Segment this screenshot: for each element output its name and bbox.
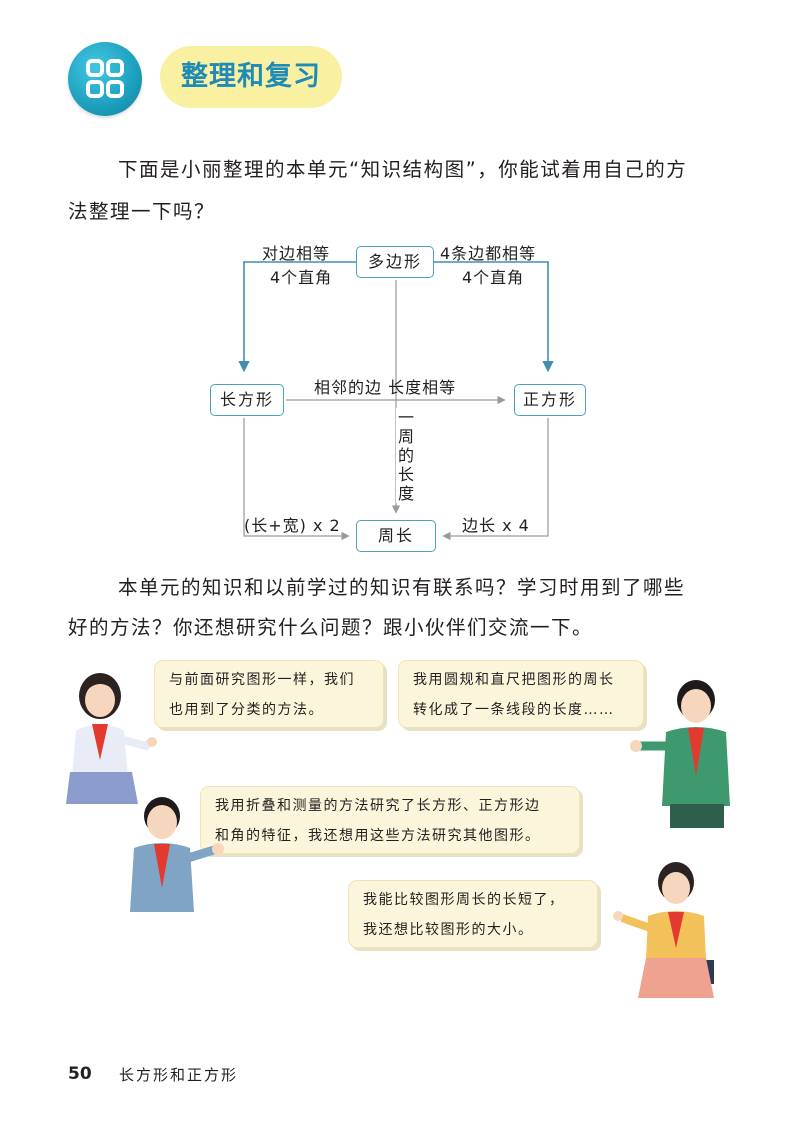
label-adjacent-sides-equal: 相邻的边 长度相等 [314, 378, 457, 397]
boy-student-illustration-2 [130, 797, 224, 912]
label-one-lap-length: 一周的长度 [396, 408, 416, 503]
arrow-square-to-perimeter [442, 418, 549, 541]
girl-student-illustration-2 [613, 862, 714, 998]
discussion-line-1: 本单元的知识和以前学过的知识有联系吗？学习时用到了哪些 [118, 576, 686, 599]
arrow-rectangle-to-perimeter [243, 418, 350, 541]
bubble-text-line: 我能比较图形周长的长短了， [363, 892, 565, 908]
bubble-text-line: 也用到了分类的方法。 [169, 702, 324, 718]
intro-line-1: 下面是小丽整理的本单元“知识结构图”，你能试着用自己的方 [118, 158, 688, 181]
arrow-polygon-to-rectangle [238, 261, 356, 373]
label-four-right-angles-left: 4个直角 [270, 268, 333, 287]
boy-student-illustration-1 [630, 680, 730, 828]
speech-bubble-girl-1: 与前面研究图形一样，我们 也用到了分类的方法。 [154, 660, 384, 728]
arrow-polygon-to-square [434, 261, 554, 373]
speech-bubble-girl-2: 我能比较图形周长的长短了， 我还想比较图形的大小。 [348, 880, 598, 948]
bubble-text-line: 我还想比较图形的大小。 [363, 922, 534, 938]
bubble-text-line: 和角的特征，我还想用这些方法研究其他图形。 [215, 828, 541, 844]
grid-icon [68, 42, 142, 116]
label-four-sides-equal: 4条边都相等 [440, 244, 537, 263]
intro-line-2: 法整理一下吗？ [68, 200, 216, 223]
label-square-formula: 边长 x 4 [462, 516, 530, 535]
bubble-text-line: 我用折叠和测量的方法研究了长方形、正方形边 [215, 798, 541, 814]
label-rectangle-formula: (长+宽) x 2 [244, 516, 341, 535]
node-perimeter: 周长 [356, 520, 436, 552]
bubble-text-line: 我用圆规和直尺把图形的周长 [413, 672, 615, 688]
girl-student-illustration [66, 673, 157, 804]
bubble-text-line: 转化成了一条线段的长度…… [413, 702, 615, 718]
label-four-right-angles-right: 4个直角 [462, 268, 525, 287]
header-banner [160, 46, 342, 108]
node-square: 正方形 [514, 384, 586, 416]
speech-bubble-boy-1: 我用圆规和直尺把图形的周长 转化成了一条线段的长度…… [398, 660, 644, 728]
chapter-title: 长方形和正方形 [119, 1066, 239, 1084]
node-rectangle: 长方形 [210, 384, 284, 416]
section-title: 整理和复习 [181, 61, 321, 92]
page-number: 50 [68, 1064, 92, 1084]
bubble-text-line: 与前面研究图形一样，我们 [169, 672, 355, 688]
speech-bubble-boy-2: 我用折叠和测量的方法研究了长方形、正方形边 和角的特征，我还想用这些方法研究其他… [200, 786, 580, 854]
node-polygon: 多边形 [356, 246, 434, 278]
label-opposite-sides-equal: 对边相等 [262, 244, 331, 263]
discussion-line-2: 好的方法？你还想研究什么问题？跟小伙伴们交流一下。 [68, 616, 594, 639]
